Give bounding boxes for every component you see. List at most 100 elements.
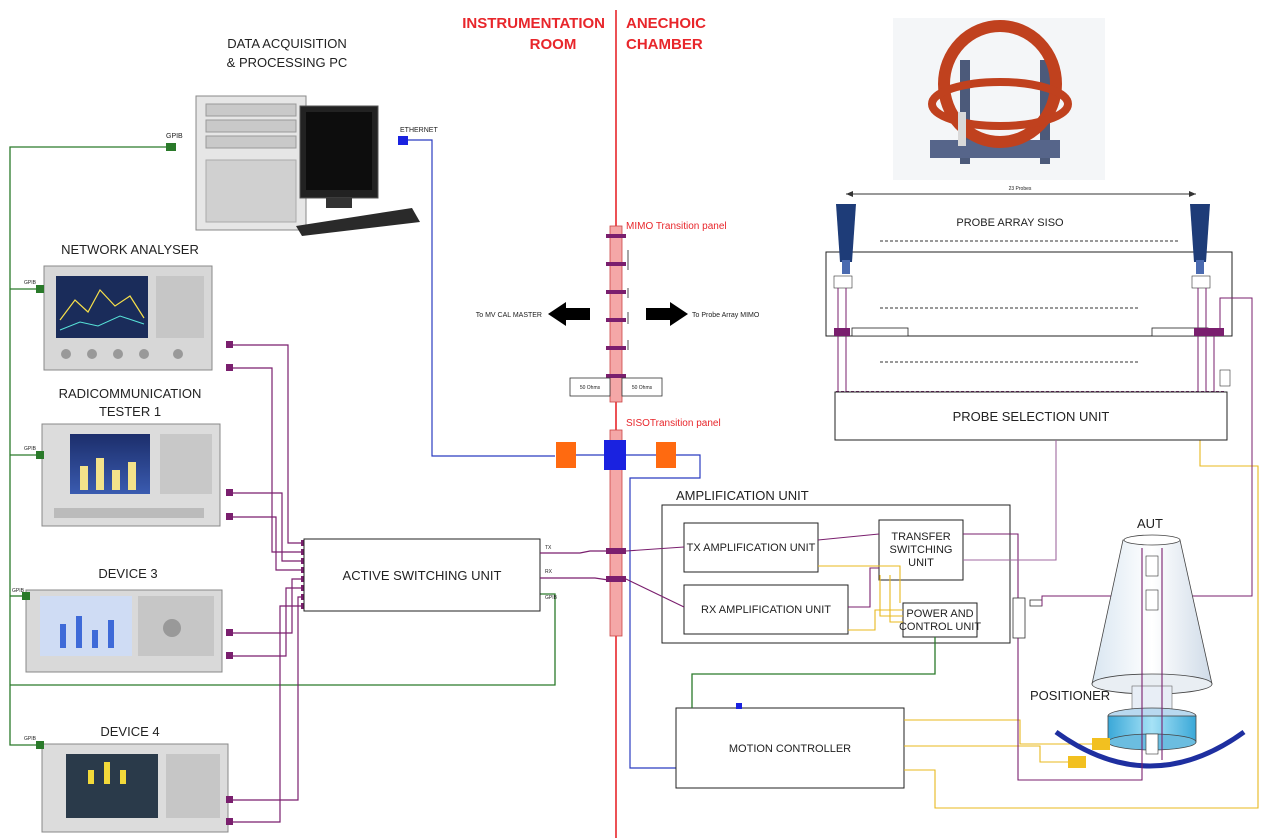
chamber-photo-icon (893, 18, 1105, 180)
instrumentation-room-title: INSTRUMENTATION (462, 15, 605, 32)
aut-label: AUT (1137, 516, 1163, 531)
probe-selection-to-transfer-cable (963, 440, 1057, 561)
radiocomm-tester-icon (41, 423, 221, 527)
active-switching-unit-label: ACTIVE SWITCHING UNIT (343, 568, 502, 583)
asu-tx-cable (540, 550, 615, 554)
instrument-rf-cables (230, 344, 304, 823)
power-control-box (902, 602, 978, 638)
positioner-motor-1 (1092, 738, 1110, 750)
ohms-label-left: 50 Ohms (580, 385, 601, 391)
radiocomm-tester-label: RADICOMMUNICATION (59, 386, 202, 401)
arrow-left-icon (548, 302, 590, 326)
tx-amplification-box (683, 522, 819, 573)
to-mv-cal-label: To MV CAL MASTER (476, 312, 542, 319)
transfer-switching-label-2: SWITCHING (890, 544, 953, 556)
ethernet-to-motion-controller (629, 454, 701, 769)
gpib-bus (9, 146, 556, 746)
probe-right-icon (1190, 204, 1211, 289)
coupler-termination (1029, 599, 1043, 607)
device3-icon (25, 589, 223, 673)
ohms-terminator-right (621, 377, 663, 397)
radiocomm-tester-label-2: TESTER 1 (99, 404, 161, 419)
asu-gpib-port: GPIB (545, 595, 558, 601)
gpib-label-pc: GPIB (166, 133, 183, 140)
siso-transition-panel (609, 429, 623, 637)
asu-tx-port: TX (545, 545, 552, 551)
ethernet-label: ETHERNET (400, 127, 438, 134)
motion-controller-box (675, 707, 905, 789)
mimo-panel-label: MIMO Transition panel (626, 221, 727, 232)
rx-amplification-label: RX AMPLIFICATION UNIT (701, 604, 831, 616)
positioner-arc-icon (1054, 729, 1246, 769)
network-analyser-icon (43, 265, 213, 371)
gpib-label-na: GPIB (24, 280, 37, 286)
siso-connector-blue (604, 440, 626, 470)
aut-probe-element-1 (1145, 555, 1159, 577)
amplification-unit-label: AMPLIFICATION UNIT (676, 488, 809, 503)
pc-label: DATA ACQUISITION (227, 36, 346, 51)
ethernet-cable (404, 139, 555, 457)
motion-controller-gpib (691, 637, 936, 708)
transfer-switching-label-3: UNIT (908, 557, 934, 569)
probe-left-icon (833, 204, 856, 289)
probe-cables (837, 288, 1253, 606)
amplification-rf-cables (625, 533, 1019, 608)
probe-array-siso-label: PROBE ARRAY SISO (956, 217, 1064, 229)
asu-rx-cable (540, 577, 616, 582)
siso-tx-port (606, 548, 626, 554)
positioner-motor-2 (1068, 756, 1086, 768)
anechoic-chamber-title-2: CHAMBER (626, 36, 703, 53)
mimo-transition-panel (609, 225, 623, 403)
gpib-label-rt: GPIB (24, 446, 37, 452)
probe-selection-unit-box (834, 391, 1228, 441)
pc-icon (195, 95, 420, 236)
probe-cable-ports (834, 328, 1224, 336)
ohms-terminator-left (569, 377, 611, 397)
to-probe-mimo-label: To Probe Array MIMO (692, 312, 760, 319)
gpib-label-d3: GPIB (12, 588, 25, 594)
transfer-switching-box (878, 519, 964, 581)
gpib-connectors (22, 143, 176, 749)
aut-rf-cables (1017, 548, 1163, 781)
motion-controller-port (736, 703, 742, 709)
device4-icon (41, 743, 229, 833)
network-analyser-label: NETWORK ANALYSER (61, 242, 199, 257)
motion-controller-control-cables (904, 440, 1259, 809)
amplification-control-cables (818, 565, 903, 631)
rx-amplification-box (683, 584, 849, 635)
pc-label-2: & PROCESSING PC (227, 55, 348, 70)
probe-selection-unit-label: PROBE SELECTION UNIT (953, 409, 1110, 424)
motion-controller-label: MOTION CONTROLLER (729, 743, 851, 755)
siso-connector-orange-right (656, 442, 676, 468)
instrument-rf-ports (226, 341, 307, 825)
tx-amplification-label: TX AMPLIFICATION UNIT (687, 542, 816, 554)
device3-label: DEVICE 3 (98, 566, 157, 581)
ethernet-connector (398, 136, 408, 145)
probe-bar-left (851, 327, 909, 337)
aut-probe-element-2 (1145, 589, 1159, 611)
siso-panel-label: SISOTransition panel (626, 418, 721, 429)
dimension-arrow-right-icon (1189, 191, 1196, 197)
gpib-label-d4: GPIB (24, 736, 37, 742)
device4-label: DEVICE 4 (100, 724, 159, 739)
probe-array-frame (825, 251, 1233, 337)
active-switching-unit-box (303, 538, 541, 612)
power-control-label-1: POWER AND (906, 608, 973, 620)
aut-cone-top (1123, 534, 1181, 546)
siso-connector-orange-left (556, 442, 576, 468)
asu-rx-port: RX (545, 569, 553, 575)
probe-selection-aux-port (1219, 369, 1231, 387)
instrumentation-room-title-2: ROOM (530, 36, 577, 53)
arrow-right-icon (646, 302, 688, 326)
mimo-panel-ports (606, 234, 626, 378)
probes-count-label: 23 Probes (1009, 186, 1032, 192)
transfer-switching-label-1: TRANSFER (891, 531, 950, 543)
directional-coupler (1012, 597, 1026, 639)
anechoic-chamber-title: ANECHOIC (626, 15, 706, 32)
positioner-label: POSITIONER (1030, 688, 1110, 703)
dimension-arrow-left-icon (846, 191, 853, 197)
power-control-label-2: CONTROL UNIT (899, 621, 981, 633)
aut-probe-element-3 (1145, 733, 1159, 755)
siso-rx-port (606, 576, 626, 582)
